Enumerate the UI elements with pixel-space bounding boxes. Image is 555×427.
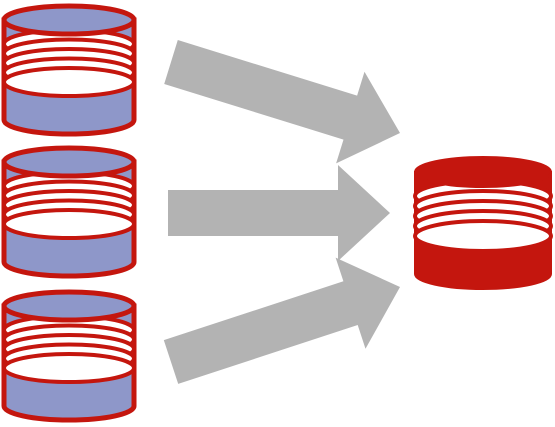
source-databases-group	[1, 3, 137, 423]
arrows-group	[163, 40, 400, 384]
source-database-top-ring	[2, 66, 136, 98]
arrow-top	[164, 40, 400, 164]
target-database-ring	[413, 219, 553, 253]
target-database-top-cap	[414, 156, 552, 188]
source-database-bottom-ring	[2, 352, 136, 384]
arrow-bottom	[163, 257, 400, 384]
source-database-top-top-cap	[1, 3, 137, 37]
source-database-middle	[1, 145, 137, 279]
source-database-middle-ring	[2, 208, 136, 240]
source-database-middle-top-cap	[1, 145, 137, 179]
target-database-group	[413, 156, 553, 290]
target-database	[413, 156, 553, 290]
source-database-bottom	[1, 289, 137, 423]
source-database-top	[1, 3, 137, 137]
source-database-bottom-top-cap	[1, 289, 137, 323]
arrow-middle	[168, 165, 390, 261]
